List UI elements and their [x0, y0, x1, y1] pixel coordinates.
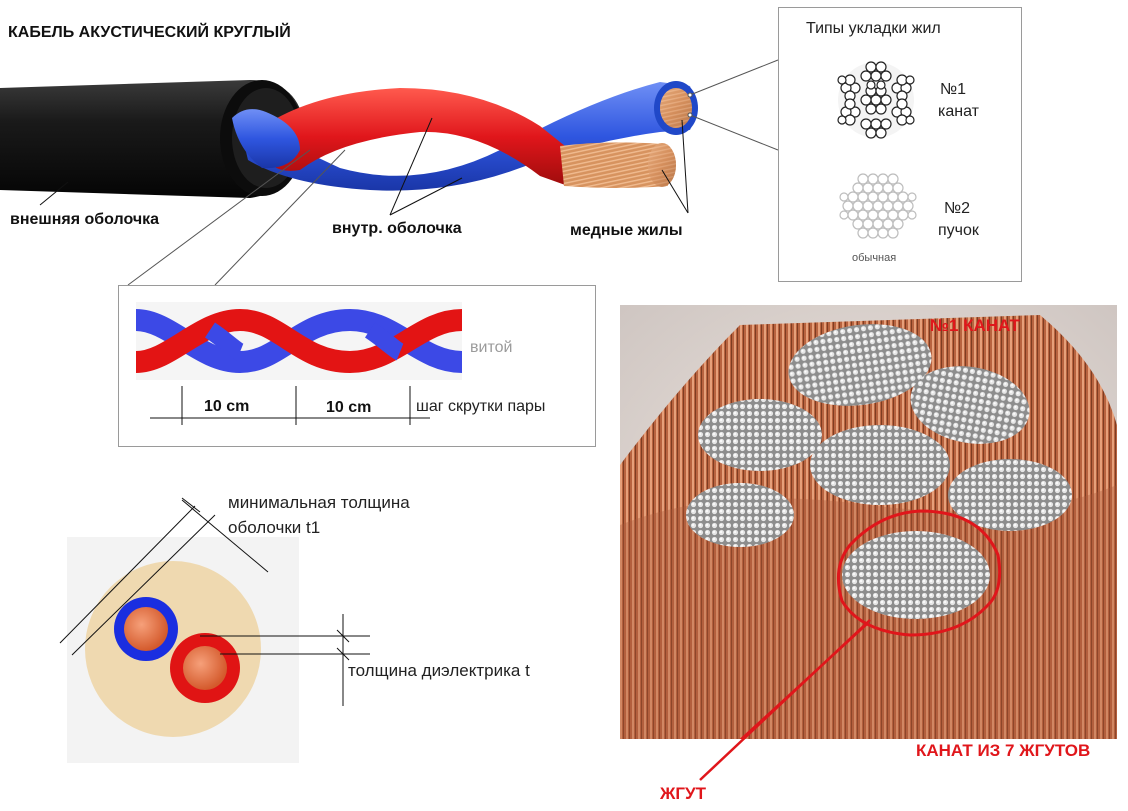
type2-name: пучок: [938, 222, 979, 239]
copper-rope-photo: [620, 305, 1117, 739]
inner-sheath-label: внутр. оболочка: [332, 220, 462, 237]
page-title: КАБЕЛЬ АКУСТИЧЕСКИЙ КРУГЛЫЙ: [8, 24, 291, 41]
cable-illustration: [0, 80, 698, 216]
twisted-label: витой: [470, 339, 513, 356]
type2-caption: обычная: [852, 252, 897, 264]
bundle-label: ЖГУТ: [660, 784, 706, 803]
pitch-label: шаг скрутки пары: [416, 398, 546, 415]
type2-number: №2: [944, 200, 971, 217]
lay-types-panel: [778, 7, 1022, 282]
type1-name: канат: [938, 103, 979, 120]
pitch-1-value: 10 cm: [204, 398, 250, 415]
bundle-ends: [686, 324, 1072, 619]
type1-number: №1: [940, 81, 967, 98]
min-thickness-label-line1: минимальная толщина: [228, 493, 410, 512]
lay-types-connectors: [687, 59, 779, 151]
dielectric-thickness-label: толщина диэлектрика t: [348, 661, 530, 680]
twist-connectors: [127, 149, 346, 286]
min-thickness-label-line2: оболочки t1: [228, 518, 321, 537]
pitch-2-value: 10 cm: [326, 399, 372, 416]
copper-cores-label: медные жилы: [570, 222, 683, 239]
outer-sheath-label: внешняя оболочка: [10, 211, 160, 228]
twisted-pair-panel: [118, 285, 596, 447]
copper-rope-drawing: [620, 305, 1117, 739]
rope-caption: КАНАТ ИЗ 7 ЖГУТОВ: [916, 741, 1091, 760]
lay-types-title: Типы укладки жил: [806, 20, 941, 37]
rope-title: №1 КАНАТ: [930, 316, 1020, 335]
bundle-highlight-outline: [836, 509, 1002, 637]
